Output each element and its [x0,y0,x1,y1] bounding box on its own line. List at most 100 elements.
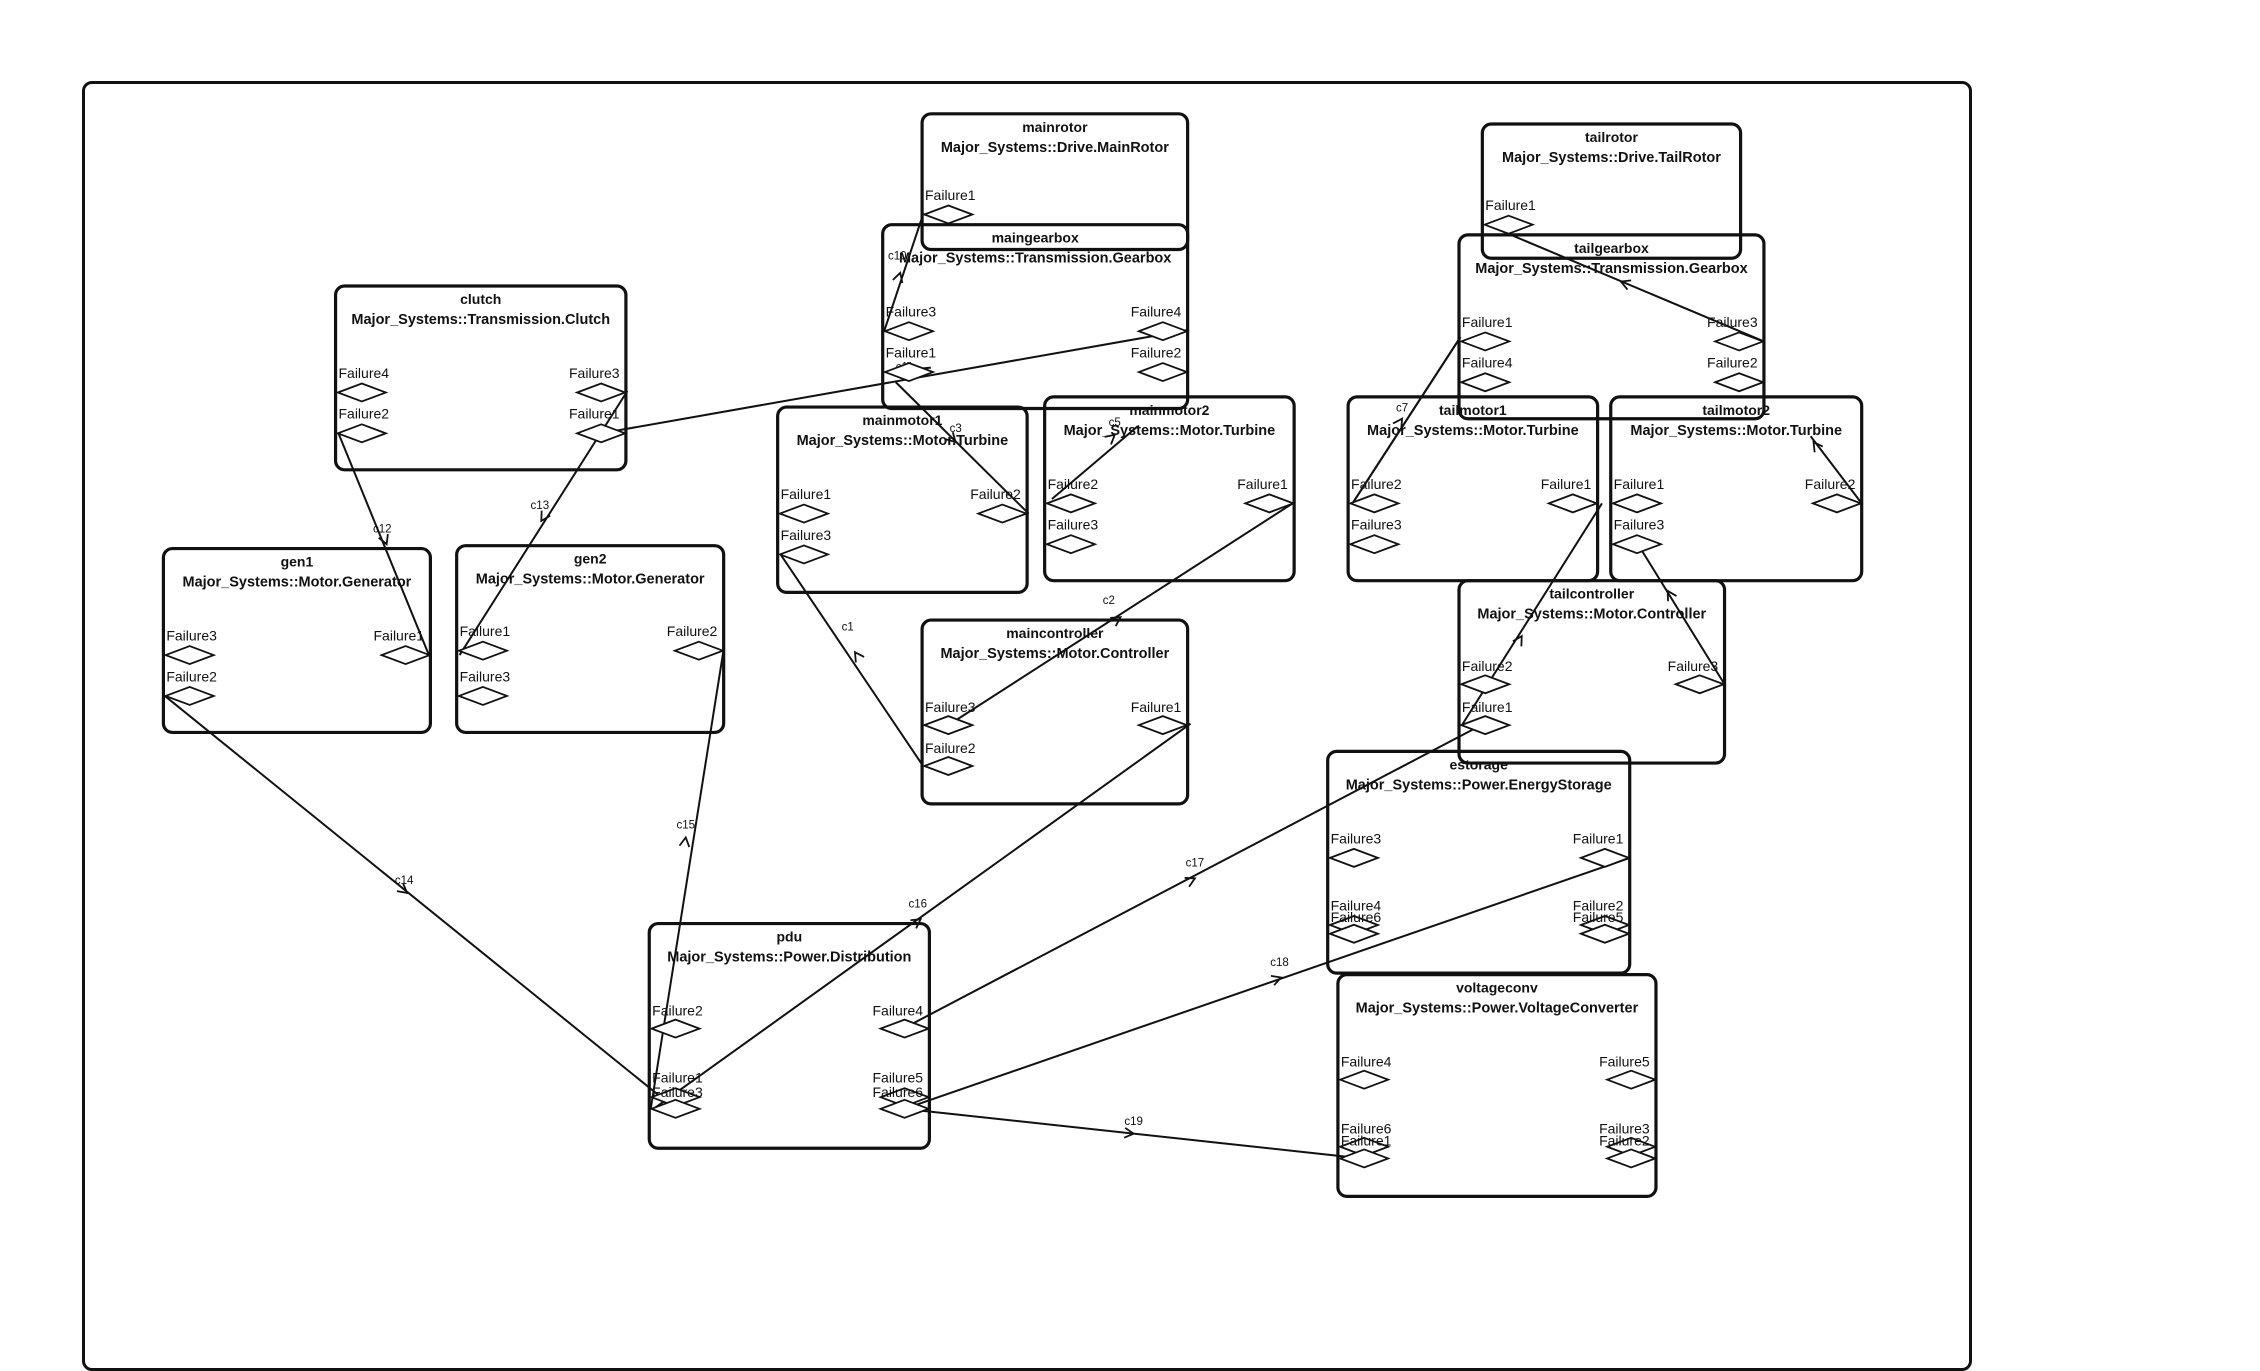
port-pdu-failure4[interactable]: Failure4 [872,1002,932,1039]
port-tailcontroller-failure2[interactable]: Failure2 [1458,658,1513,695]
port-diamond-icon[interactable] [882,362,936,383]
block-tailcontroller[interactable]: tailcontrollerMajor_Systems::Motor.Contr… [1457,579,1727,765]
port-voltageconv-failure2[interactable]: Failure2 [1599,1132,1658,1169]
port-diamond-icon[interactable] [1604,1148,1658,1169]
port-mainrotor-failure1[interactable]: Failure1 [921,187,976,225]
connection-line[interactable] [1486,223,1765,343]
port-pdu-failure2[interactable]: Failure2 [648,1002,703,1039]
port-estorage-failure6[interactable]: Failure6 [1327,909,1381,944]
port-diamond-icon[interactable] [456,685,510,706]
port-diamond-icon[interactable] [1712,372,1766,393]
port-clutch-failure3[interactable]: Failure3 [569,365,628,403]
port-tailmotor2-failure1[interactable]: Failure1 [1610,476,1664,514]
port-clutch-failure1[interactable]: Failure1 [569,406,628,444]
port-diamond-icon[interactable] [163,685,217,706]
port-estorage-failure3[interactable]: Failure3 [1327,830,1381,868]
port-diamond-icon[interactable] [1673,674,1727,695]
port-diamond-icon[interactable] [1337,1148,1391,1169]
port-diamond-icon[interactable] [1604,1069,1658,1090]
connection-c_tr_tgb[interactable] [1486,223,1765,343]
connection-c_tm2_tgb[interactable] [1809,435,1863,504]
port-mainmotor2-failure3[interactable]: Failure3 [1044,517,1098,555]
port-mainmotor1-failure3[interactable]: Failure3 [777,527,831,565]
port-gen1-failure3[interactable]: Failure3 [163,628,217,666]
connection-line[interactable] [164,695,677,1110]
connection-line[interactable] [600,328,1190,435]
port-tailmotor1-failure2[interactable]: Failure2 [1347,476,1402,514]
port-mainmotor1-failure1[interactable]: Failure1 [777,486,831,524]
port-mainmotor2-failure2[interactable]: Failure2 [1044,476,1098,514]
port-estorage-failure1[interactable]: Failure1 [1573,830,1632,868]
port-diamond-icon[interactable] [1327,923,1381,944]
port-diamond-icon[interactable] [882,321,936,342]
port-diamond-icon[interactable] [1610,493,1664,514]
port-maingearbox-failure3[interactable]: Failure3 [882,304,936,342]
connection-line[interactable] [1809,435,1863,504]
port-gen2-failure3[interactable]: Failure3 [456,668,510,706]
port-diamond-icon[interactable] [648,1098,703,1119]
port-diamond-icon[interactable] [335,423,389,444]
port-maingearbox-failure4[interactable]: Failure4 [1131,304,1190,342]
port-diamond-icon[interactable] [1810,493,1864,514]
port-pdu-failure3[interactable]: Failure3 [648,1084,703,1119]
port-diamond-icon[interactable] [878,1098,932,1119]
connection-c5[interactable]: c5 [1051,417,1139,500]
port-diamond-icon[interactable] [1044,534,1098,555]
block-maincontroller[interactable]: maincontrollerMajor_Systems::Motor.Contr… [920,618,1190,806]
connection-line[interactable] [883,212,925,332]
port-tailcontroller-failure1[interactable]: Failure1 [1458,699,1513,736]
port-tailgearbox-failure3[interactable]: Failure3 [1707,314,1766,352]
port-voltageconv-failure5[interactable]: Failure5 [1599,1054,1658,1090]
port-maincontroller-failure3[interactable]: Failure3 [921,699,976,736]
connection-c10[interactable]: c10 [883,212,925,332]
connection-c_tm1_tgb[interactable] [1351,336,1462,504]
port-diamond-icon[interactable] [1136,362,1190,383]
port-tailgearbox-failure2[interactable]: Failure2 [1707,355,1766,393]
connection-c19[interactable]: c19 [904,1107,1363,1160]
port-diamond-icon[interactable] [1136,715,1190,736]
connection-c12[interactable]: c12 [337,432,430,656]
port-diamond-icon[interactable] [1482,214,1536,235]
port-diamond-icon[interactable] [921,715,975,736]
port-diamond-icon[interactable] [1610,534,1664,555]
block-estorage[interactable]: estorageMajor_Systems::Power.EnergyStora… [1326,749,1632,975]
port-pdu-failure1[interactable]: Failure1 [648,1070,703,1108]
connection-c3[interactable]: c3 [895,381,1030,515]
port-diamond-icon[interactable] [574,423,628,444]
connection-c15[interactable]: c15 [649,649,725,1110]
port-tailcontroller-failure3[interactable]: Failure3 [1668,658,1727,695]
port-maincontroller-failure1[interactable]: Failure1 [1131,699,1190,736]
connection-line[interactable] [947,502,1294,726]
port-diamond-icon[interactable] [1044,493,1098,514]
port-voltageconv-failure6[interactable]: Failure6 [1337,1121,1392,1157]
port-gen1-failure1[interactable]: Failure1 [374,628,433,666]
port-maingearbox-failure1[interactable]: Failure1 [882,344,936,383]
connection-c_tm2_tc[interactable] [1636,542,1726,685]
port-gen2-failure2[interactable]: Failure2 [667,623,726,661]
connection-line[interactable] [337,432,430,656]
connection-c14[interactable]: c14 [164,695,677,1110]
port-mainmotor1-failure2[interactable]: Failure2 [970,486,1029,524]
port-diamond-icon[interactable] [1578,847,1632,868]
connection-c2[interactable]: c2 [947,502,1294,726]
port-diamond-icon[interactable] [878,1018,932,1039]
connection-c16[interactable]: c16 [653,722,1192,1110]
port-voltageconv-failure3[interactable]: Failure3 [1599,1121,1658,1157]
port-tailmotor2-failure2[interactable]: Failure2 [1805,476,1864,514]
connection-line[interactable] [653,722,1192,1110]
port-tailgearbox-failure1[interactable]: Failure1 [1458,314,1513,352]
connection-line[interactable] [649,649,725,1110]
connection-line[interactable] [895,381,1030,515]
connection-line[interactable] [1351,336,1462,504]
port-diamond-icon[interactable] [921,204,975,225]
port-tailgearbox-failure4[interactable]: Failure4 [1458,355,1513,393]
port-diamond-icon[interactable] [1458,372,1512,393]
port-diamond-icon[interactable] [1347,534,1401,555]
block-voltageconv[interactable]: voltageconvMajor_Systems::Power.VoltageC… [1336,973,1658,1198]
